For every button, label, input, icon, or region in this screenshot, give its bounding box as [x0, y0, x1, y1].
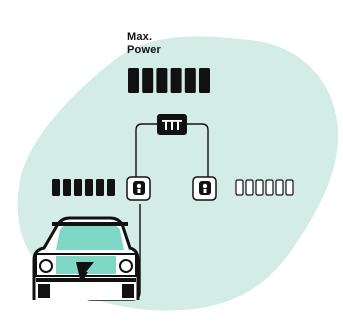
right-charger-segment	[256, 180, 263, 195]
car-headlight-left	[40, 260, 52, 272]
car-wheel-left	[38, 284, 50, 298]
left-charger-segment	[74, 179, 82, 196]
car-wheel-right	[122, 284, 134, 298]
max-power-segment	[156, 68, 167, 93]
right-charger-segment	[276, 180, 283, 195]
max-power-label-line1: Max.	[127, 31, 152, 43]
left-charger-segment	[96, 179, 104, 196]
left-charger-segment	[107, 179, 115, 196]
right-charger-segment	[286, 180, 293, 195]
right-charger-segment	[266, 180, 273, 195]
max-power-segment	[171, 68, 182, 93]
wall-charger-icon	[193, 177, 216, 200]
car-roof-band	[52, 222, 128, 226]
distribution-box-icon	[157, 114, 187, 135]
max-power-segment	[199, 68, 210, 93]
left-charger-segment	[52, 179, 60, 196]
max-power-segment	[142, 68, 153, 93]
right-charger-segment	[236, 180, 243, 195]
car-windshield	[56, 225, 124, 250]
max-power-segment	[185, 68, 196, 93]
left-charger-segment	[85, 179, 93, 196]
max-power-segment	[128, 68, 139, 93]
right-charger-segment	[246, 180, 253, 195]
left-charger-segment	[63, 179, 71, 196]
wall-charger-icon	[127, 177, 150, 200]
car-lower-band	[36, 278, 136, 282]
max-power-label-line2: Power	[127, 44, 161, 56]
car-headlight-right	[120, 260, 132, 272]
